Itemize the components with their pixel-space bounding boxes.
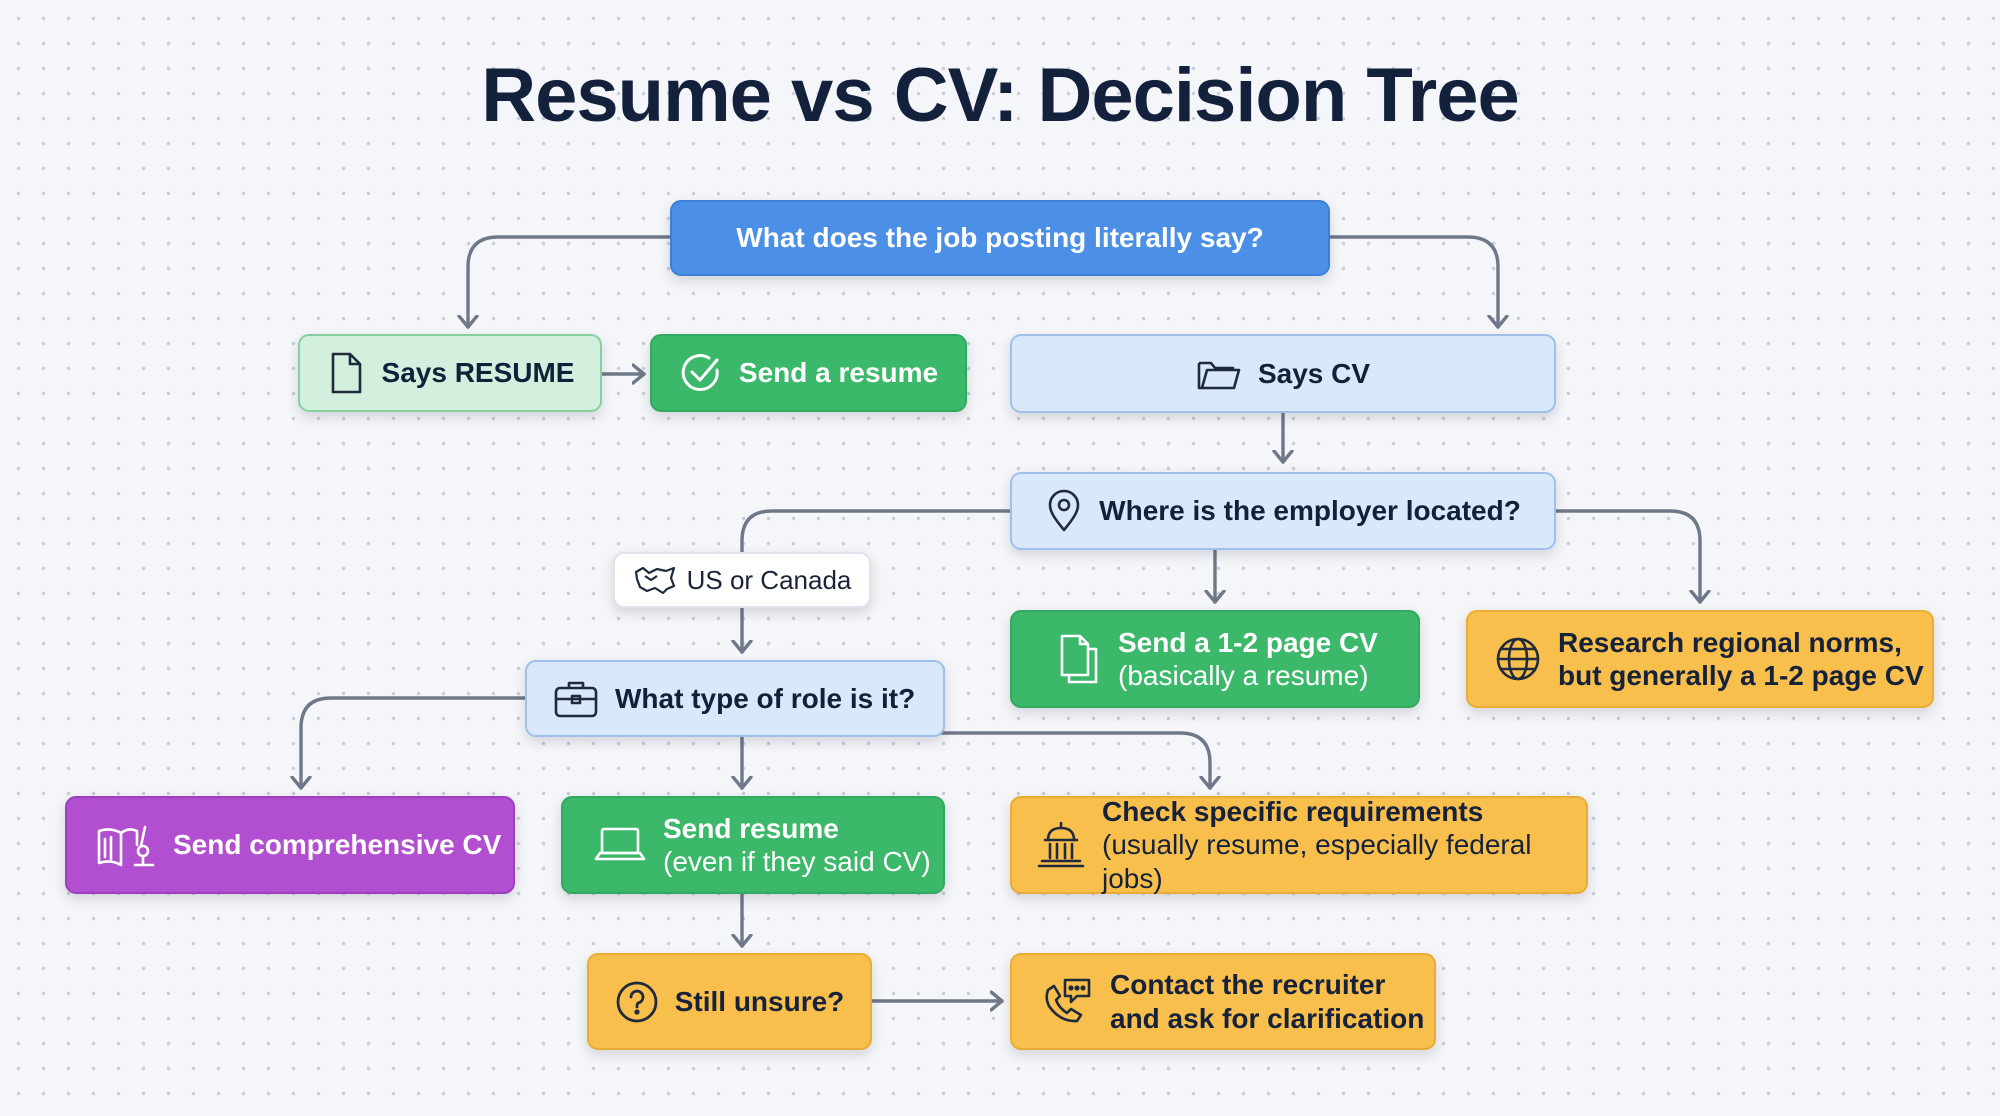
role-type-label: What type of role is it?: [615, 682, 916, 714]
check-requirements-node: Check specific requirements (usually res…: [1010, 796, 1588, 894]
send-resume-anyway-node: Send resume (even if they said CV): [561, 796, 945, 894]
send-short-cv-sublabel: (basically a resume): [1118, 660, 1369, 691]
still-unsure-node: Still unsure?: [587, 953, 872, 1050]
phone-chat-icon: [1045, 978, 1091, 1022]
connector-role-to-requirements: [938, 731, 1210, 790]
briefcase-icon: [554, 681, 598, 717]
still-unsure-label: Still unsure?: [674, 985, 845, 1017]
location-question-label: Where is the employer located?: [1099, 495, 1521, 527]
regional-norms-node: Research regional norms, but generally a…: [1466, 610, 1934, 708]
check-requirements-label: Check specific requirements: [1102, 796, 1484, 828]
government-building-icon: [1037, 821, 1085, 868]
send-short-cv-label: Send a 1-2 page CV: [1118, 626, 1378, 658]
send-resume-node: Send a resume: [650, 334, 967, 412]
map-icon: [634, 566, 675, 595]
globe-icon: [1496, 637, 1540, 681]
check-requirements-sublabel: (usually resume, especially federal jobs…: [1102, 829, 1532, 894]
folder-icon: [1197, 361, 1241, 389]
comprehensive-cv-node: Send comprehensive CV: [65, 796, 515, 894]
send-resume-anyway-label: Send resume: [663, 812, 839, 844]
root-question-label: What does the job posting literally say?: [736, 222, 1264, 254]
role-type-node: What type of role is it?: [525, 660, 945, 737]
question-circle-icon: [616, 981, 658, 1022]
says-cv-label: Says CV: [1257, 357, 1371, 389]
send-short-cv-node: Send a 1-2 page CV (basically a resume): [1010, 610, 1420, 708]
pages-icon: [1060, 634, 1098, 684]
root-question-node: What does the job posting literally say?: [670, 200, 1330, 276]
regional-norms-label-2: but generally a 1-2 page CV: [1558, 660, 1924, 691]
contact-recruiter-label-2: and ask for clarification: [1110, 1002, 1425, 1034]
connector-role-to-comprehensive: [301, 696, 527, 790]
send-resume-label: Send a resume: [738, 357, 939, 389]
page-title: Resume vs CV: Decision Tree: [481, 53, 1519, 138]
regional-norms-label: Research regional norms,: [1558, 626, 1902, 658]
us-canada-node: US or Canada: [613, 552, 871, 608]
comprehensive-cv-label: Send comprehensive CV: [173, 829, 502, 861]
says-resume-label: Says RESUME: [381, 357, 575, 389]
connector-location-to-regional: [1553, 509, 1700, 604]
connector-root-to-cv: [1328, 235, 1498, 329]
book-microscope-icon: [97, 825, 155, 867]
us-canada-label: US or Canada: [686, 564, 852, 595]
connector-root-to-resume: [468, 235, 672, 329]
says-resume-node: Says RESUME: [298, 334, 602, 412]
check-circle-icon: [681, 354, 719, 391]
says-cv-node: Says CV: [1010, 334, 1556, 413]
laptop-icon: [594, 827, 646, 861]
contact-recruiter-node: Contact the recruiter and ask for clarif…: [1010, 953, 1436, 1050]
contact-recruiter-label: Contact the recruiter: [1110, 969, 1386, 1001]
send-resume-anyway-sublabel: (even if they said CV): [663, 846, 931, 877]
connector-location-to-us: [740, 509, 1012, 554]
document-icon: [331, 352, 361, 394]
location-pin-icon: [1048, 489, 1080, 532]
location-question-node: Where is the employer located?: [1010, 472, 1556, 550]
